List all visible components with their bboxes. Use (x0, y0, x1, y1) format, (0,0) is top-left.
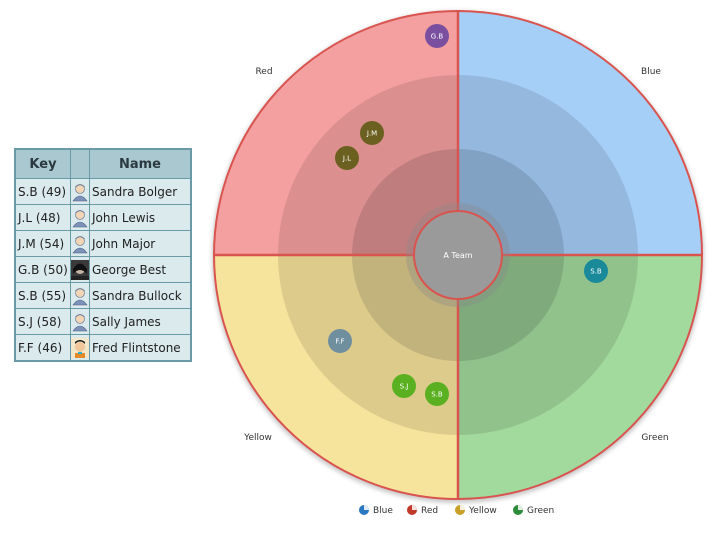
row-key: F.F (46) (14, 334, 71, 362)
center-label: A Team (443, 251, 472, 260)
row-key: J.M (54) (14, 230, 71, 257)
radar-dot-label: J.L (342, 155, 351, 163)
pie-slice (460, 505, 465, 510)
row-name: Fred Flintstone (89, 334, 192, 362)
legend-item-yellow[interactable]: Yellow (455, 505, 497, 516)
row-key: J.L (48) (14, 204, 71, 231)
row-name: Sandra Bullock (89, 282, 192, 309)
radar-dot[interactable]: J.M (360, 121, 384, 145)
radar-dot[interactable]: S.J (392, 374, 416, 398)
table-row[interactable]: J.L (48) John Lewis (14, 204, 192, 231)
table-row[interactable]: S.J (58) Sally James (14, 308, 192, 335)
radar-dot[interactable]: J.L (335, 146, 359, 170)
radar-dot[interactable]: S.B (584, 259, 608, 283)
person-icon (70, 178, 90, 205)
row-key: S.B (55) (14, 282, 71, 309)
pie-slice (412, 505, 417, 510)
person-icon (70, 230, 90, 257)
table-row[interactable]: J.M (54) John Major (14, 230, 192, 257)
quadrant-label-green: Green (641, 433, 668, 443)
radar-dot-circle[interactable] (584, 259, 608, 283)
radar-dot-circle[interactable] (335, 146, 359, 170)
radar-dot-circle[interactable] (360, 121, 384, 145)
row-name: John Lewis (89, 204, 192, 231)
name-column-header[interactable]: Name (89, 148, 192, 179)
radar-dot-label: F.F (335, 338, 344, 346)
table-row[interactable]: G.B (50) George Best (14, 256, 192, 283)
radar-dot[interactable]: G.B (425, 24, 449, 48)
radar-dot-circle[interactable] (425, 382, 449, 406)
legend-label: Blue (373, 506, 393, 516)
radar-dot-label: S.B (431, 391, 443, 399)
table-row[interactable]: F.F (46) Fred Flintstone (14, 334, 192, 362)
person-icon (70, 282, 90, 309)
pie-slice (364, 505, 369, 510)
radar-dot-label: G.B (431, 33, 444, 41)
fred-flintstone-photo (70, 334, 90, 362)
table-row[interactable]: S.B (55) Sandra Bullock (14, 282, 192, 309)
radar-dot-label: S.B (590, 268, 602, 276)
row-key: S.B (49) (14, 178, 71, 205)
legend-item-blue[interactable]: Blue (359, 505, 393, 516)
radar-dot-circle[interactable] (392, 374, 416, 398)
legend-label: Yellow (468, 506, 497, 516)
person-icon (70, 308, 90, 335)
radar-dot-label: S.J (400, 383, 409, 391)
radar-dot-label: J.M (366, 130, 377, 138)
row-key: G.B (50) (14, 256, 71, 283)
radar-dot[interactable]: S.B (425, 382, 449, 406)
row-name: John Major (89, 230, 192, 257)
legend-item-green[interactable]: Green (513, 505, 554, 516)
table-row[interactable]: S.B (49) Sandra Bolger (14, 178, 192, 205)
row-name: Sally James (89, 308, 192, 335)
row-name: Sandra Bolger (89, 178, 192, 205)
radar-dot[interactable]: F.F (328, 329, 352, 353)
radar-dot-circle[interactable] (425, 24, 449, 48)
pie-slice (518, 505, 523, 510)
legend-item-red[interactable]: Red (407, 505, 438, 516)
quadrant-label-blue: Blue (641, 67, 661, 77)
center-circle[interactable] (413, 210, 503, 300)
legend-label: Red (421, 506, 438, 516)
row-key: S.J (58) (14, 308, 71, 335)
legend-label: Green (527, 506, 554, 516)
row-name: George Best (89, 256, 192, 283)
quadrant-label-yellow: Yellow (243, 433, 272, 443)
quadrant-label-red: Red (255, 67, 272, 77)
radar-dot-circle[interactable] (328, 329, 352, 353)
